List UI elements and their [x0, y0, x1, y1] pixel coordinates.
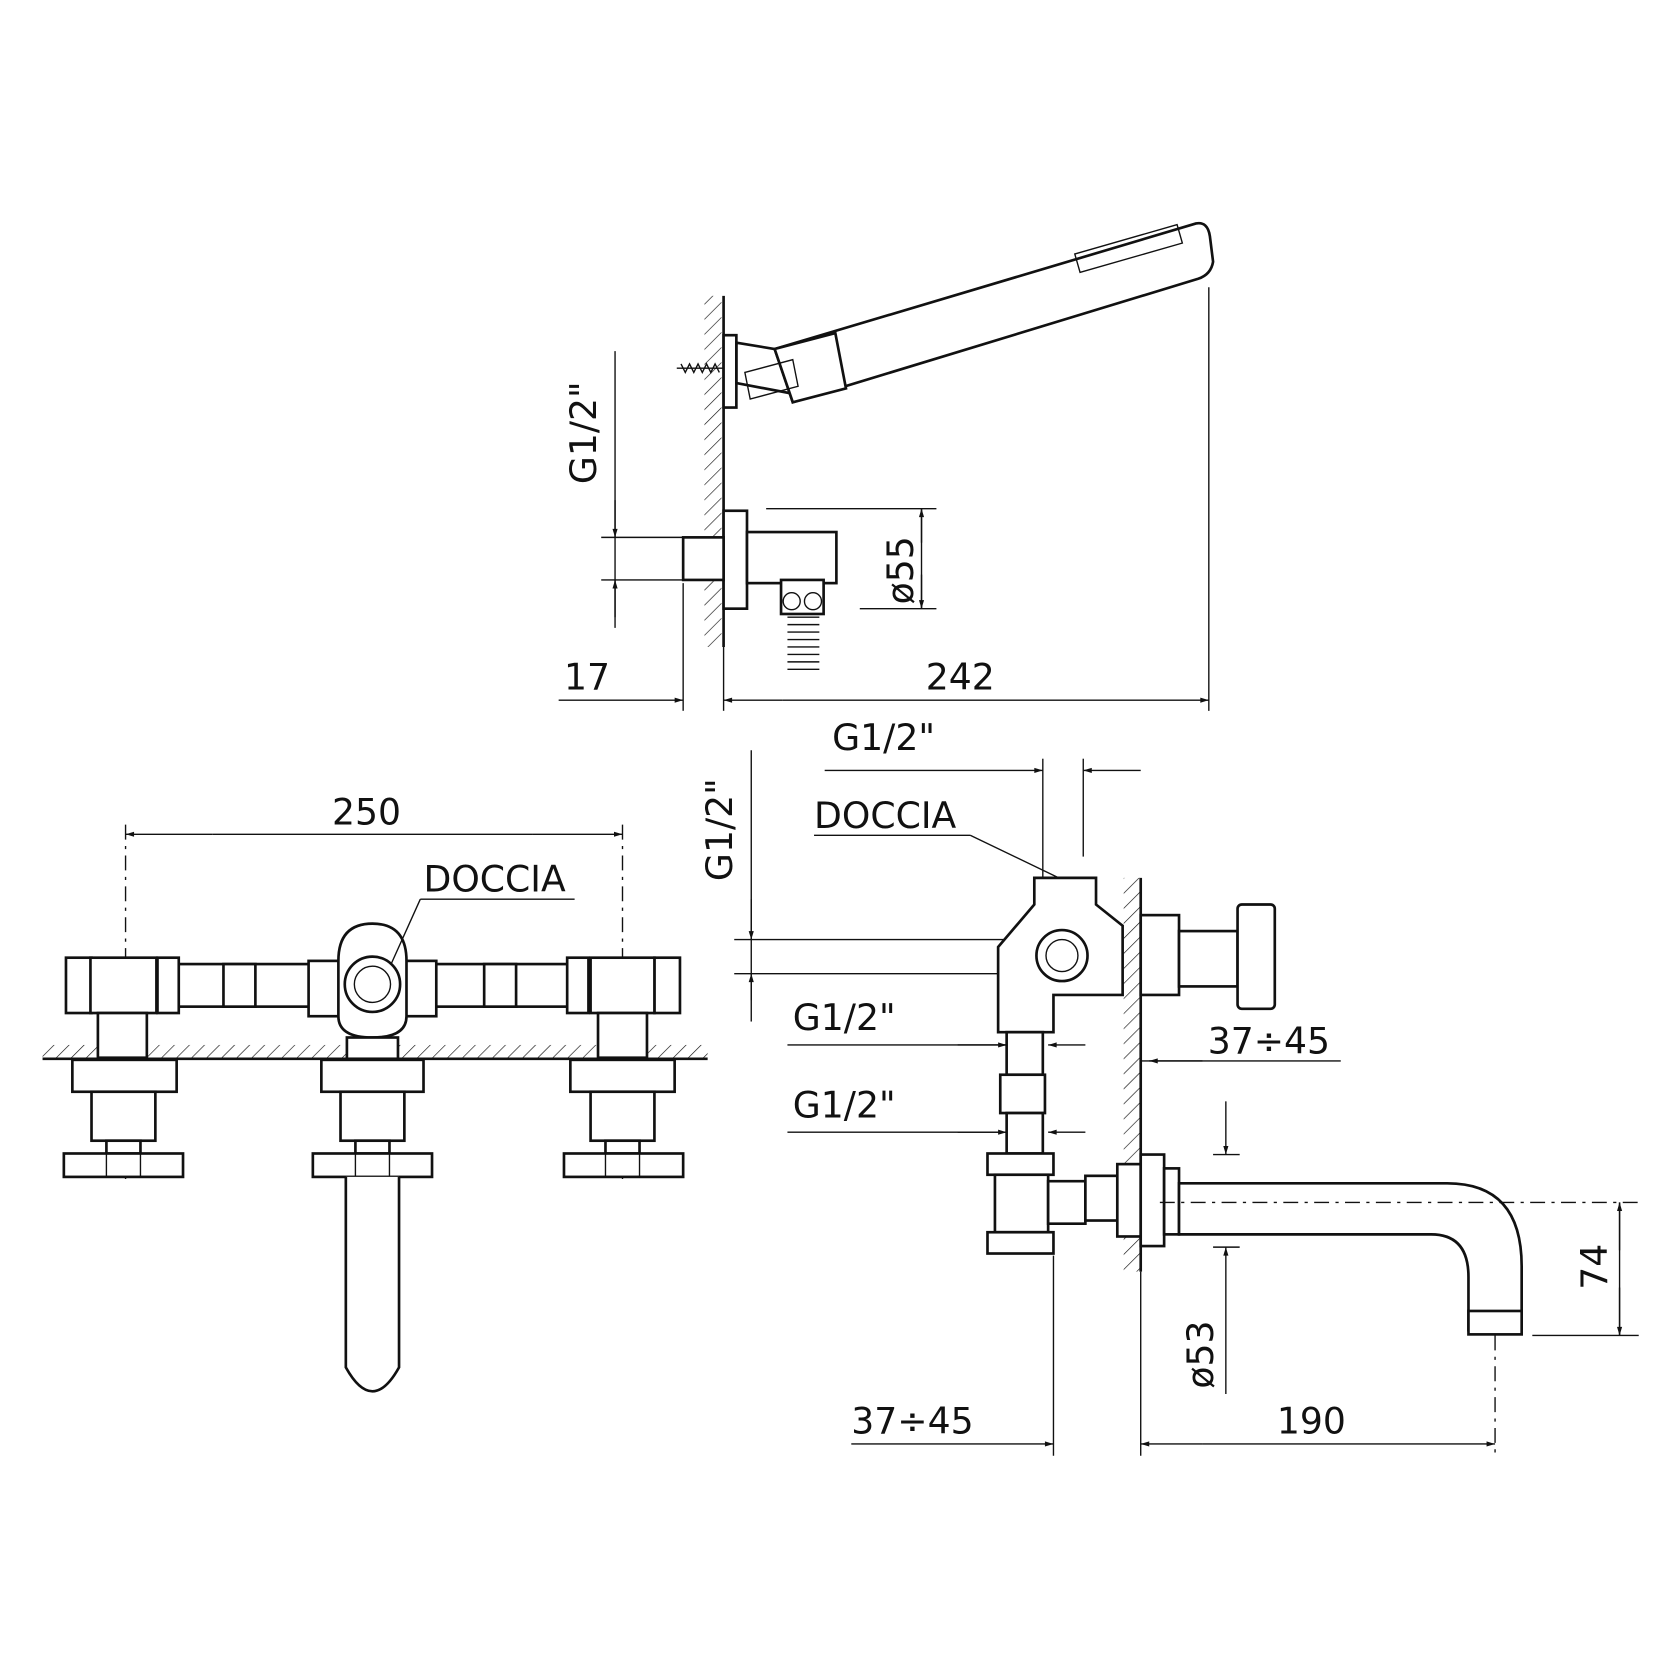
rosette-diameter-53: ø53 — [1179, 1321, 1222, 1389]
top-thread-label: G1/2" — [562, 381, 605, 484]
front-view-mixer: 250 DOCCIA — [42, 791, 708, 1393]
front-doccia-label: DOCCIA — [424, 858, 566, 901]
wall-hatch — [704, 295, 722, 647]
wall-range-lower: 37÷45 — [851, 1399, 973, 1442]
spout-height-74: 74 — [1573, 1244, 1616, 1290]
wall-range-upper: 37÷45 — [1208, 1019, 1330, 1062]
side-thread-top-h: G1/2" — [832, 716, 935, 759]
diameter-55-label: ø55 — [879, 536, 922, 604]
spout-length-190: 190 — [1277, 1399, 1346, 1442]
dim-17: 17 — [564, 656, 610, 699]
dim-242: 242 — [926, 656, 995, 699]
dim-250: 250 — [332, 791, 401, 834]
side-thread-top-v: G1/2" — [698, 778, 741, 881]
side-view-mixer: G1/2" G1/2" DOCCIA G1/2" G1/2" 37÷45 ø53… — [698, 716, 1639, 1456]
side-thread-mid-1: G1/2" — [793, 996, 896, 1039]
top-view-hand-shower: G1/2" ø55 17 242 — [558, 221, 1215, 711]
side-doccia-label: DOCCIA — [814, 794, 956, 837]
side-thread-mid-2: G1/2" — [793, 1083, 896, 1126]
